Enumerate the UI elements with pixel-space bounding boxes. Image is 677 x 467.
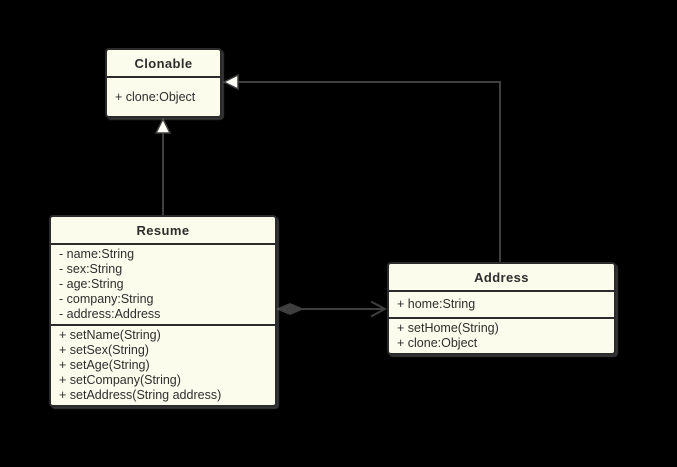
- method-row: + clone:Object: [115, 89, 196, 104]
- attribute-row: - company:String: [59, 292, 154, 306]
- method-row: + setHome(String): [397, 321, 499, 335]
- hollow-triangle-arrowhead-clonable-bottom: [154, 117, 172, 134]
- attribute-row: - sex:String: [59, 262, 123, 276]
- class-clonable-methods: + clone:Object: [107, 76, 220, 116]
- class-address[interactable]: Address + home:String + setHome(String) …: [387, 262, 616, 355]
- generalization-address-clonable-line: [238, 81, 501, 262]
- method-row: + setCompany(String): [59, 373, 181, 387]
- class-resume-attributes: - name:String - sex:String - age:String …: [51, 243, 275, 324]
- attribute-row: - age:String: [59, 277, 124, 291]
- filled-diamond-resume-side: [275, 302, 305, 316]
- attribute-row: + home:String: [397, 297, 476, 311]
- class-address-title: Address: [474, 269, 529, 285]
- open-arrowhead-address-side: [370, 300, 388, 318]
- class-clonable[interactable]: Clonable + clone:Object: [105, 48, 222, 118]
- method-row: + setSex(String): [59, 343, 149, 357]
- class-address-methods: + setHome(String) + clone:Object: [389, 317, 614, 353]
- method-row: + clone:Object: [397, 336, 478, 350]
- method-row: + setAddress(String address): [59, 388, 222, 402]
- attribute-row: - address:Address: [59, 307, 161, 321]
- class-resume[interactable]: Resume - name:String - sex:String - age:…: [49, 215, 277, 407]
- attribute-row: - name:String: [59, 247, 135, 261]
- class-resume-title: Resume: [136, 222, 190, 238]
- class-clonable-title: Clonable: [134, 55, 193, 71]
- hollow-triangle-arrowhead-clonable-right: [222, 73, 239, 91]
- class-address-attributes: + home:String: [389, 290, 614, 317]
- method-row: + setName(String): [59, 328, 161, 342]
- method-row: + setAge(String): [59, 358, 150, 372]
- class-resume-methods: + setName(String) + setSex(String) + set…: [51, 324, 275, 405]
